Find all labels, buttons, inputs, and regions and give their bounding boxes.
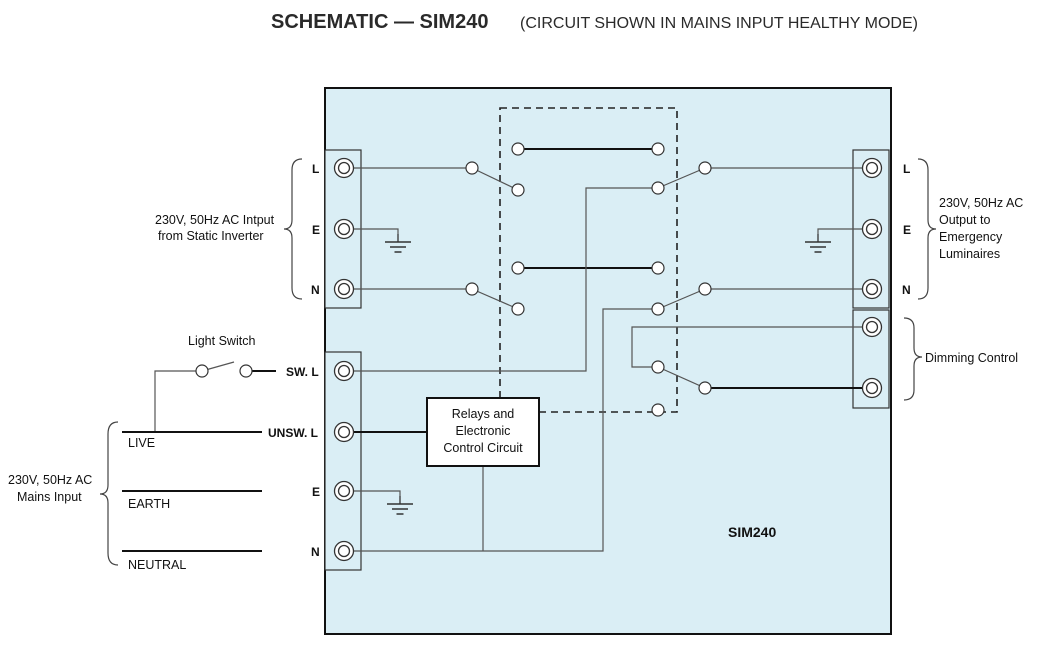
dimming-label: Dimming Control — [925, 351, 1018, 365]
light-switch-label: Light Switch — [188, 334, 255, 348]
light-switch-feed-wire — [154, 370, 202, 432]
inverter-label-line-2: from Static Inverter — [158, 229, 264, 243]
mains-label-line-2: Mains Input — [17, 490, 82, 504]
relay-contact-4 — [657, 288, 706, 310]
mains-e-label: E — [312, 485, 320, 499]
inverter-l-label: L — [312, 162, 319, 176]
relay-contact-3 — [657, 167, 706, 189]
model-label: SIM240 — [728, 524, 776, 540]
output-label-line-1: 230V, 50Hz AC — [939, 196, 1023, 210]
switched-live-wire — [344, 187, 658, 372]
terminal-inverter-e — [333, 218, 355, 240]
terminal-inverter-n — [333, 278, 355, 300]
diagram-subtitle: (CIRCUIT SHOWN IN MAINS INPUT HEALTHY MO… — [520, 15, 918, 32]
terminal-output-n — [861, 278, 883, 300]
dimming-relay-contact — [657, 366, 706, 389]
mains-brace — [99, 421, 119, 566]
sim240-module-body — [324, 87, 892, 635]
neutral-wire-label: NEUTRAL — [128, 558, 186, 572]
sw-l-label: SW. L — [286, 365, 319, 379]
terminal-inverter-l — [333, 157, 355, 179]
unsw-l-label: UNSW. L — [268, 426, 318, 440]
dimming-brace — [903, 317, 923, 401]
diagram-title: SCHEMATIC — SIM240 — [271, 11, 488, 33]
inverter-brace — [283, 158, 303, 300]
inverter-e-label: E — [312, 223, 320, 237]
output-earth-wire — [817, 228, 872, 234]
terminal-output-e — [861, 218, 883, 240]
mains-label-line-1: 230V, 50Hz AC — [8, 473, 92, 487]
output-e-label: E — [903, 223, 911, 237]
inverter-earth-wire — [344, 228, 399, 234]
dimming-wire-1 — [631, 326, 872, 368]
control-circuit-line-3: Control Circuit — [443, 441, 523, 455]
inverter-label-line-1: 230V, 50Hz AC Intput — [155, 213, 275, 227]
earth-wire-label: EARTH — [128, 497, 170, 511]
relay-enclosure — [499, 107, 678, 413]
control-circuit-box — [426, 397, 540, 467]
terminal-dimming-2 — [861, 377, 883, 399]
control-circuit-line-1: Relays and — [452, 407, 515, 421]
terminal-mains-e — [333, 480, 355, 502]
output-brace — [917, 158, 937, 300]
control-circuit-line-2: Electronic — [456, 424, 511, 438]
live-wire-label: LIVE — [128, 436, 155, 450]
relay-contact-2 — [471, 288, 519, 310]
neutral-bus-wire — [344, 308, 658, 552]
mains-terminal-block — [324, 351, 362, 571]
inverter-n-label: N — [311, 283, 320, 297]
terminal-output-l — [861, 157, 883, 179]
output-label-line-4: Luminaires — [939, 247, 1000, 261]
terminal-sw-l — [333, 360, 355, 382]
output-n-label: N — [902, 283, 911, 297]
output-label-line-3: Emergency — [939, 230, 1003, 244]
relay-contact-1 — [471, 167, 519, 191]
mains-earth-wire — [344, 490, 401, 496]
terminal-dimming-1 — [861, 316, 883, 338]
mains-n-label: N — [311, 545, 320, 559]
output-label-line-2: Output to — [939, 213, 990, 227]
relay-contact-nodes — [195, 142, 712, 417]
output-l-label: L — [903, 162, 910, 176]
terminal-unsw-l — [333, 421, 355, 443]
terminal-mains-n — [333, 540, 355, 562]
